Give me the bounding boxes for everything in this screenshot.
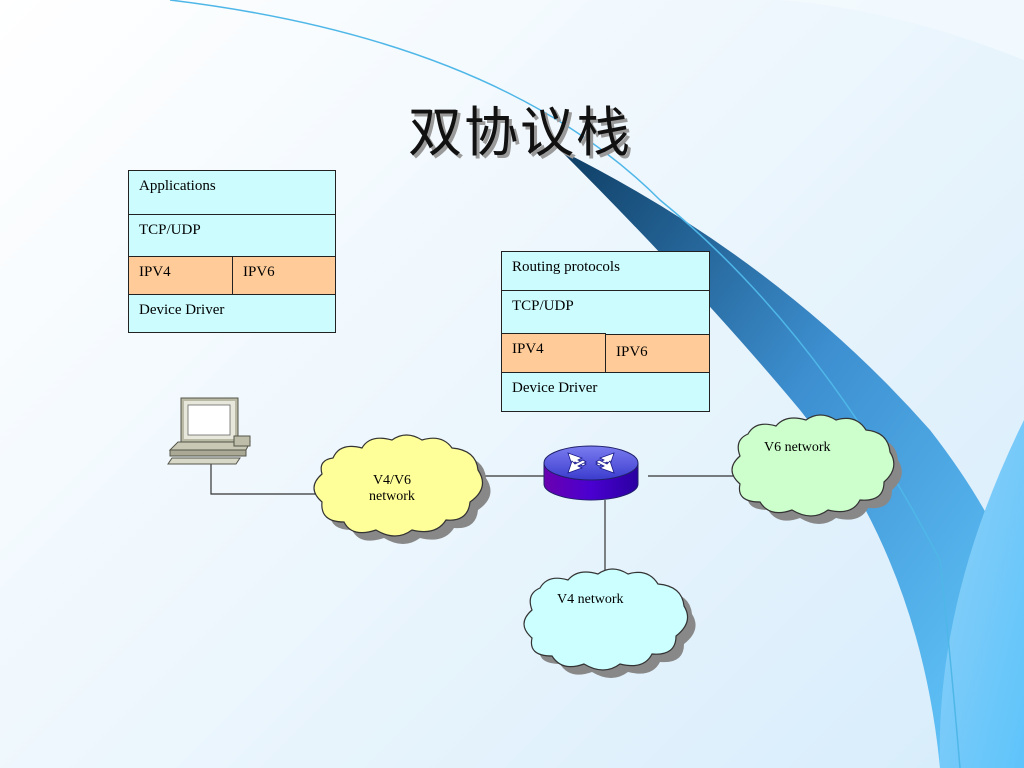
link-host-dualnet [210, 462, 318, 495]
page-title: 双协议栈 [408, 101, 632, 164]
dual-stack-network-label: V4/V6 network [352, 473, 432, 505]
host-ipv6-layer: IPV6 [232, 256, 336, 295]
swoosh-light [939, 420, 1024, 768]
computer-icon [167, 397, 251, 465]
host-protocol-stack: Applications TCP/UDP IPV4 IPV6 Device Dr… [128, 170, 336, 333]
router-protocol-stack: Routing protocols TCP/UDP IPV4 IPV6 Devi… [501, 251, 710, 412]
dual-network-line1: V4/V6 [372, 473, 412, 488]
corner-highlight [780, 0, 1024, 60]
router-icon [543, 445, 639, 501]
v4-network-label: V4 network [557, 592, 624, 607]
v4-network-cloud [523, 568, 696, 678]
router-transport-layer: TCP/UDP [501, 290, 710, 335]
host-driver-layer: Device Driver [128, 294, 336, 333]
v6-network-cloud [731, 414, 902, 524]
router-driver-layer: Device Driver [501, 372, 710, 412]
host-transport-layer: TCP/UDP [128, 214, 336, 257]
connection-lines [210, 462, 734, 578]
router-ipv6-layer: IPV6 [605, 334, 710, 373]
dual-stack-cloud [313, 434, 491, 544]
router-routing-layer: Routing protocols [501, 251, 710, 291]
dual-network-line2: network [369, 489, 415, 504]
v6-network-label: V6 network [764, 440, 831, 455]
swoosh-curve [169, 0, 961, 768]
